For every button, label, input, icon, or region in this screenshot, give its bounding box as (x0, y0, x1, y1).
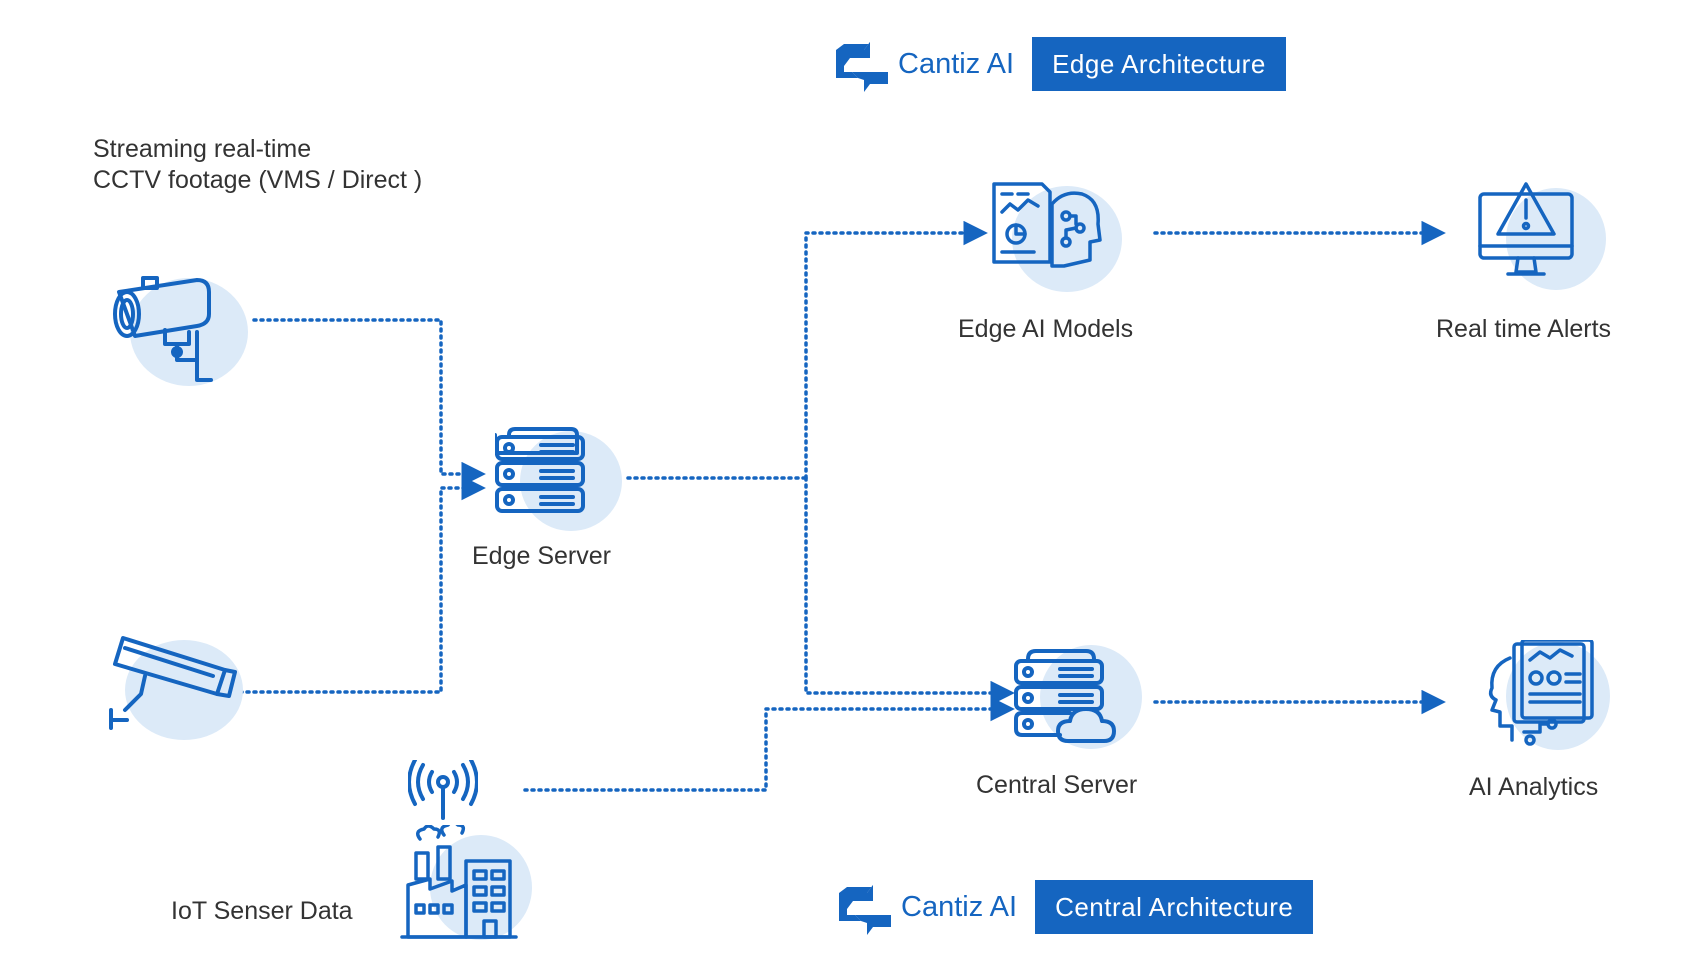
factory-node (400, 825, 540, 950)
central-architecture-badge: Central Architecture (1035, 880, 1314, 934)
connector-junction-to-central-server (804, 476, 1015, 706)
factory-icon (400, 825, 518, 939)
monitor-alert-icon (1478, 182, 1574, 276)
brand-name: Cantiz AI (901, 890, 1018, 923)
cantiz-logo-icon (839, 885, 891, 935)
ai-analytics-label: AI Analytics (1469, 773, 1599, 801)
cantiz-logo-icon (836, 42, 888, 92)
connector-junction-to-edge-ai (804, 220, 988, 480)
head-analytics-report-icon (1488, 640, 1594, 746)
footer-brand: Cantiz AI Central Architecture (833, 879, 1314, 935)
central-server-node (1010, 645, 1150, 765)
edge-ai-models-node (990, 180, 1125, 300)
central-server-label: Central Server (976, 771, 1138, 799)
ai-report-brain-icon (992, 182, 1102, 268)
camera-bottom-node (105, 630, 255, 750)
ai-analytics-node (1470, 640, 1615, 755)
real-time-alerts-label: Real time Alerts (1436, 315, 1612, 343)
edge-server-node (495, 425, 622, 535)
streaming-line-1: Streaming real-time (93, 135, 312, 163)
connector-iot-to-central-server (523, 696, 1015, 792)
box-cctv-camera-icon (109, 636, 237, 730)
streaming-description: Streaming real-time CCTV footage (VMS / … (93, 134, 422, 196)
edge-architecture-badge: Edge Architecture (1032, 37, 1286, 91)
edge-server-label: Edge Server (472, 542, 611, 570)
streaming-line-2: CCTV footage (VMS / Direct ) (93, 166, 423, 194)
camera-top-node (105, 270, 255, 400)
header-brand: Cantiz AI Edge Architecture (830, 36, 1286, 92)
server-rack-icon (495, 427, 585, 513)
real-time-alerts-node (1476, 180, 1611, 295)
brand-name: Cantiz AI (898, 47, 1015, 80)
connector-camera-bottom-to-edge-server (238, 475, 486, 694)
server-cloud-icon (1014, 649, 1116, 743)
bullet-cctv-camera-icon (113, 276, 213, 382)
antenna-node (408, 760, 478, 820)
connector-camera-top-to-edge-server (252, 318, 486, 487)
wireless-signal-icon (408, 760, 478, 820)
edge-ai-models-label: Edge AI Models (958, 315, 1134, 343)
iot-label: IoT Senser Data (171, 897, 353, 925)
